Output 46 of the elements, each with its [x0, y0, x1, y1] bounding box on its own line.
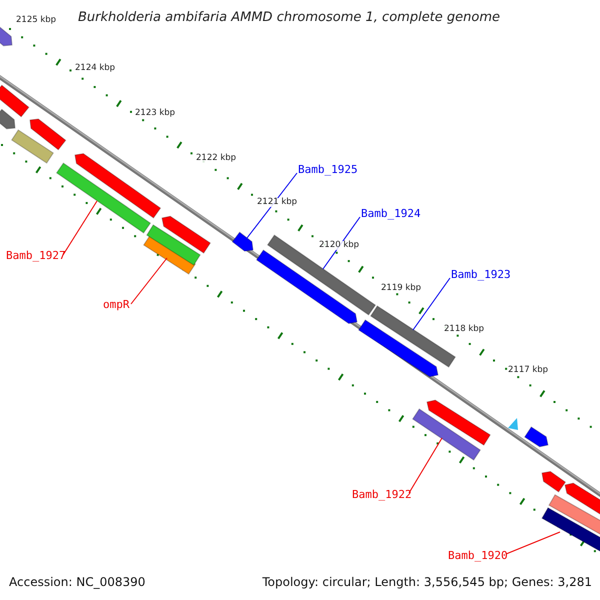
- leader-line: [246, 172, 298, 238]
- leader-line: [408, 438, 442, 494]
- gene-label: Bamb_1923: [451, 269, 511, 280]
- footer-text: Topology: circular; Length: 3,556,545 bp; Genes: 3,281: [262, 576, 592, 588]
- gene-block: [146, 224, 201, 266]
- gene-label: Bamb_1922: [352, 489, 412, 500]
- gene-block: [232, 232, 254, 252]
- gene-block: [412, 408, 481, 461]
- scale-label: 2123 kbp: [135, 109, 176, 118]
- gene-label: Bamb_1924: [361, 208, 421, 219]
- leader-line: [62, 200, 98, 256]
- gene-block: [0, 84, 30, 118]
- gene-block: [548, 494, 600, 536]
- gene-block: [524, 426, 549, 448]
- gene-block: [11, 129, 54, 164]
- chart-title: Burkholderia ambifaria AMMD chromosome 1, complete genome: [78, 11, 500, 24]
- scale-label: 2121 kbp: [257, 198, 298, 206]
- scale-label: 2125 kbp: [16, 16, 56, 24]
- gene-label: Bamb_1925: [298, 164, 358, 175]
- scale-label: 2119 kbp: [381, 284, 422, 292]
- gene-block: [564, 482, 600, 516]
- scale-label: 2120 kbp: [319, 241, 360, 250]
- gene-block: [541, 507, 600, 553]
- scale-label: 2118 kbp: [444, 325, 484, 334]
- scale-label: 2117 kbp: [508, 366, 548, 374]
- scale-label: 2122 kbp: [196, 154, 236, 162]
- gene-label: Bamb_1927: [6, 250, 66, 261]
- gene-block: [266, 234, 376, 316]
- scale-label: 2124 kbp: [75, 64, 116, 72]
- gene-block: [74, 153, 162, 219]
- footer-text: Accession: NC_008390: [9, 576, 146, 588]
- gene-block: [508, 418, 518, 430]
- gene-block: [56, 162, 152, 234]
- gene-label: Bamb_1920: [448, 550, 508, 561]
- gene-block: [358, 319, 439, 378]
- leader-line: [130, 258, 168, 304]
- gene-block: [161, 216, 211, 254]
- gene-block: [541, 470, 566, 493]
- leader-line: [506, 532, 560, 554]
- gene-block: [426, 400, 491, 446]
- gene-label: ompR: [103, 299, 130, 310]
- leader-line: [412, 278, 450, 330]
- gene-block: [256, 249, 358, 324]
- gene-block: [0, 108, 16, 130]
- gene-block: [29, 118, 66, 150]
- gene-block: [0, 24, 13, 46]
